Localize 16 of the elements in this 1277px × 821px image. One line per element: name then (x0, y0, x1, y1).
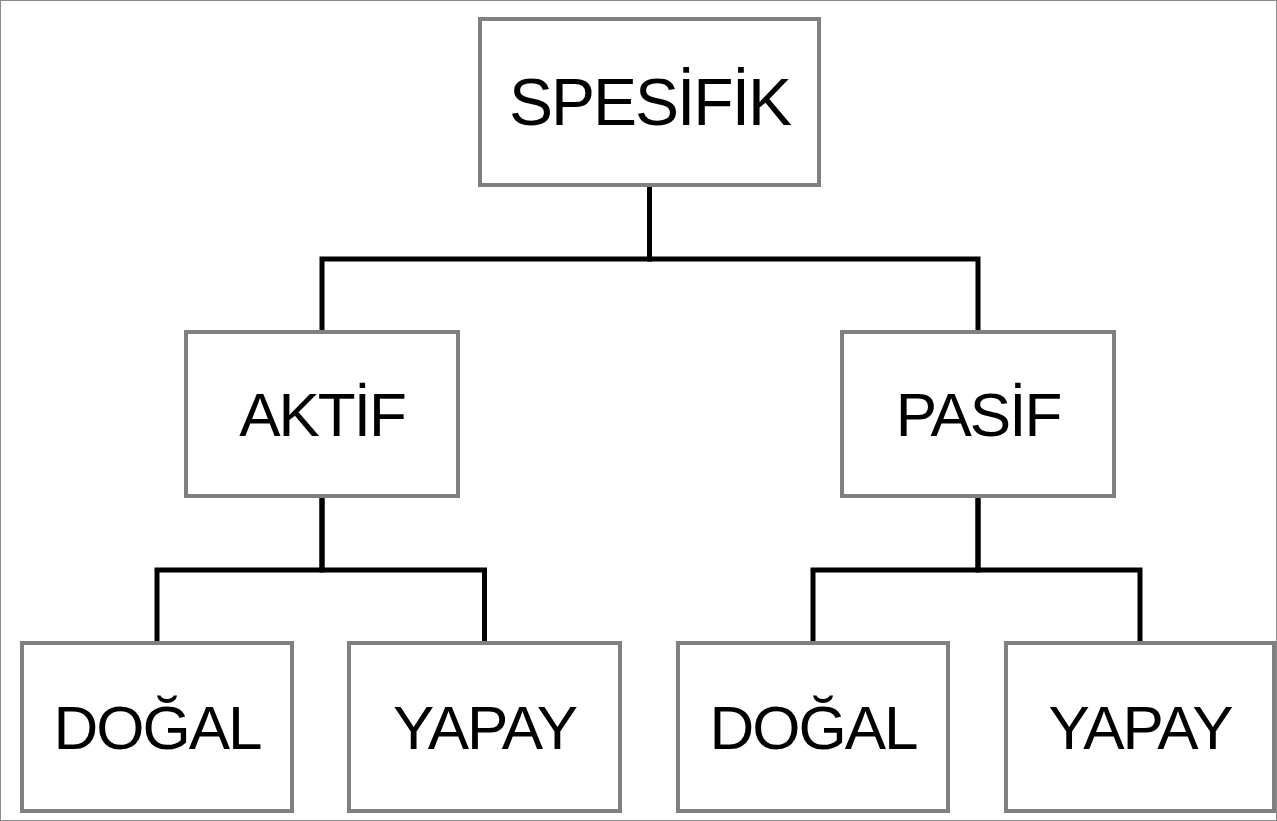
category-box (840, 330, 1116, 498)
category-box (20, 641, 294, 813)
category-box (1004, 641, 1276, 813)
connector-line (319, 498, 487, 641)
category-label: DOĞAL (709, 691, 917, 763)
category-label: YAPAY (1048, 691, 1232, 763)
category-box (347, 641, 622, 813)
connector-line (975, 498, 1143, 641)
category-label: AKTİF (239, 378, 405, 450)
category-label: YAPAY (393, 691, 576, 763)
category-box (478, 17, 821, 187)
category-box (184, 330, 460, 498)
category-label: SPESİFİK (508, 64, 791, 140)
category-label: PASİF (895, 378, 1061, 450)
category-label: DOĞAL (53, 691, 261, 763)
category-box (676, 641, 950, 813)
